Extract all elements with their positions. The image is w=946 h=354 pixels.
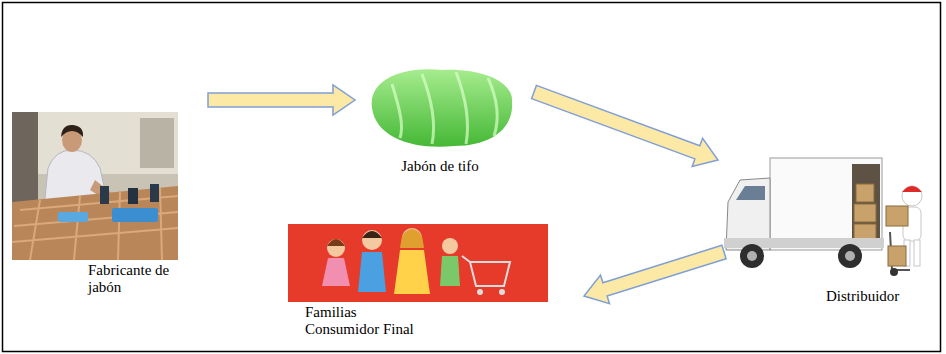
node-label: Jabón de tifo	[382, 158, 498, 175]
picture-node: Jabón de tifo	[362, 62, 518, 182]
picture-node: Distribuidor	[718, 148, 935, 313]
block-arrow	[584, 245, 726, 303]
node-label: Familias Consumidor Final	[305, 304, 430, 338]
node-label: Fabricante de jabón	[88, 262, 200, 296]
node-label: Distribuidor	[826, 288, 926, 305]
delivery-truck	[724, 158, 922, 276]
block-arrow	[532, 85, 718, 166]
picture-node: Fabricante de jabón	[12, 112, 222, 302]
picture-node: Familias Consumidor Final	[288, 224, 550, 348]
frame	[3, 3, 941, 352]
soap-bar	[372, 69, 512, 146]
maker-photo	[12, 112, 178, 260]
family-picture	[288, 224, 548, 302]
block-arrow	[208, 85, 355, 115]
